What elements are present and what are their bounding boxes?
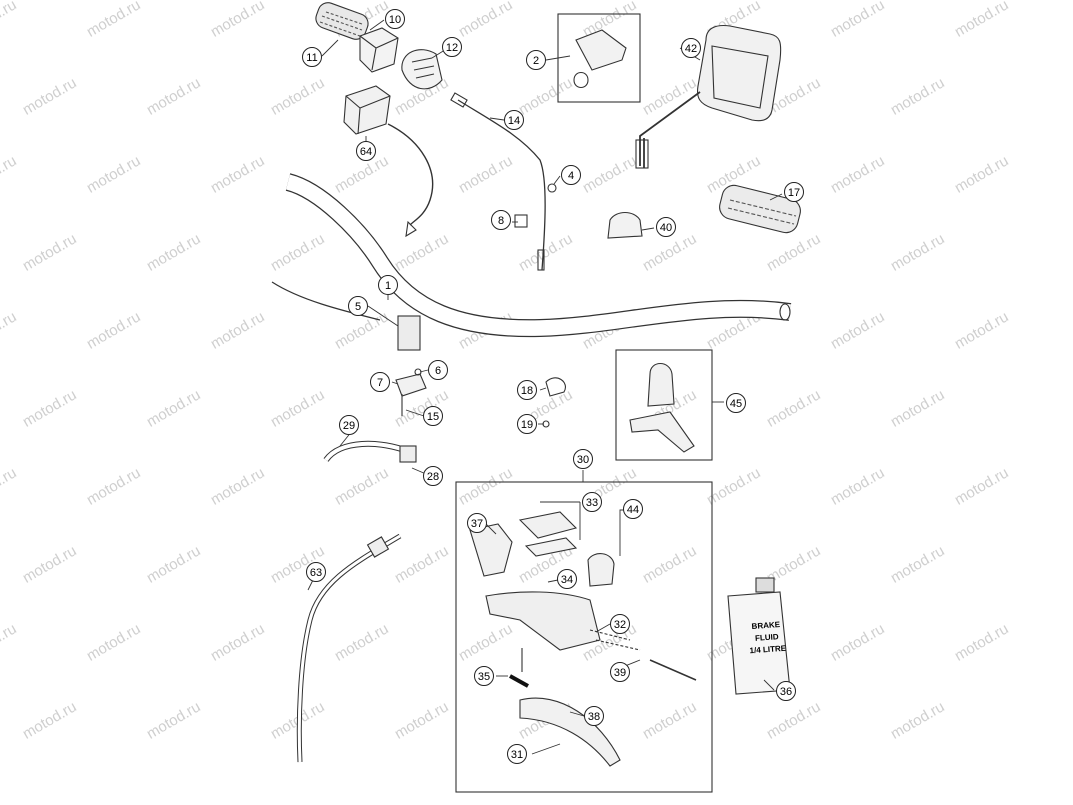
callout-30: 30	[573, 449, 593, 469]
callout-44: 44	[623, 499, 643, 519]
callout-28: 28	[423, 466, 443, 486]
brake-hose	[323, 440, 417, 463]
handlebar	[285, 173, 792, 338]
callout-19: 19	[517, 414, 537, 434]
callout-1: 1	[378, 275, 398, 295]
callout-35: 35	[474, 666, 494, 686]
master-cylinder-box	[455, 481, 713, 793]
callout-42: 42	[681, 38, 701, 58]
callout-45: 45	[726, 393, 746, 413]
callout-39: 39	[610, 662, 630, 682]
callout-7: 7	[370, 372, 390, 392]
washer	[547, 183, 557, 193]
mount-clamp	[395, 368, 427, 416]
clip	[514, 214, 528, 228]
speedo-cable	[296, 533, 402, 763]
cable-tie	[545, 377, 566, 397]
callout-18: 18	[517, 380, 537, 400]
brake-fluid-bottle: BRAKE FLUID 1/4 LITRE	[727, 577, 791, 695]
throttle-cover	[401, 49, 443, 90]
bottle-label-line1: BRAKE	[751, 620, 781, 631]
callout-37: 37	[467, 513, 487, 533]
throttle-housing	[343, 85, 434, 238]
switch-housing	[359, 27, 399, 73]
bottle-label-line3: 1/4 LITRE	[749, 644, 787, 656]
callout-5: 5	[348, 296, 368, 316]
kill-switch	[271, 281, 421, 351]
callout-2: 2	[526, 50, 546, 70]
callout-32: 32	[610, 614, 630, 634]
throttle-cable	[450, 92, 546, 271]
callout-34: 34	[557, 569, 577, 589]
callout-4: 4	[561, 165, 581, 185]
callout-6: 6	[428, 360, 448, 380]
callout-8: 8	[491, 210, 511, 230]
bottle-label-line2: FLUID	[755, 632, 779, 643]
callout-40: 40	[656, 217, 676, 237]
callout-14: 14	[504, 110, 524, 130]
callout-17: 17	[784, 182, 804, 202]
callout-64: 64	[356, 141, 376, 161]
left-grip	[315, 2, 369, 40]
callout-12: 12	[442, 37, 462, 57]
callout-29: 29	[339, 415, 359, 435]
callout-15: 15	[423, 406, 443, 426]
mirror	[635, 24, 782, 169]
callout-33: 33	[582, 492, 602, 512]
callout-36: 36	[776, 681, 796, 701]
callout-38: 38	[584, 706, 604, 726]
clamp-bracket	[557, 13, 641, 103]
clutch-lever-box	[615, 349, 713, 461]
callout-10: 10	[385, 9, 405, 29]
callout-31: 31	[507, 744, 527, 764]
right-grip	[719, 184, 801, 234]
callout-63: 63	[306, 562, 326, 582]
callout-11: 11	[302, 47, 322, 67]
bar-clamp	[607, 211, 643, 239]
